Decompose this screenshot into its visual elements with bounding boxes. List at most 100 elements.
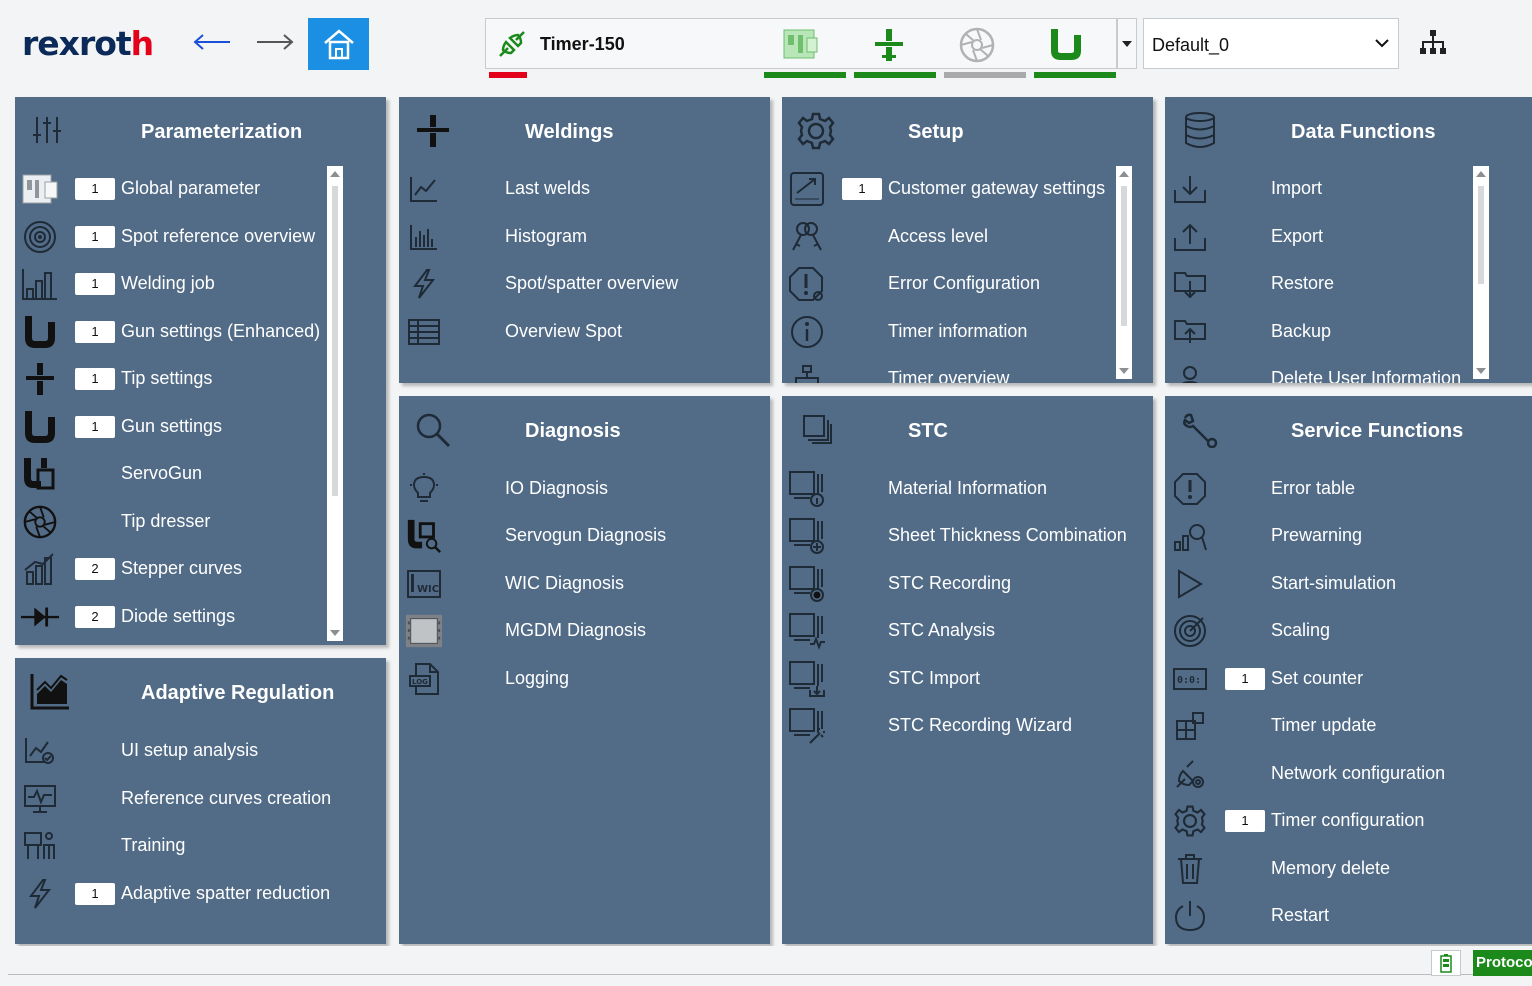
panel-title: STC (908, 420, 948, 442)
menu-item-servogun-diagnosis[interactable]: Servogun Diagnosis (399, 514, 770, 558)
menu-item-timer-information[interactable]: Timer information (782, 310, 1153, 354)
menu-item-spot-spatter-overview[interactable]: Spot/spatter overview (399, 262, 770, 306)
menu-item-restart[interactable]: Restart (1165, 894, 1532, 938)
timer-selector[interactable]: Timer-150 (485, 18, 1117, 69)
menu-item-timer-overview[interactable]: Timer overview (782, 357, 1153, 383)
scaling-icon (1171, 613, 1209, 649)
wic-icon: WIC (405, 566, 443, 602)
menu-item-tip-dresser[interactable]: Tip dresser (15, 500, 386, 544)
menu-item-export[interactable]: Export (1165, 215, 1532, 259)
scrollbar[interactable] (327, 166, 343, 641)
stc-wizard-icon (788, 708, 826, 744)
menu-item-label: Last welds (505, 178, 591, 198)
profile-select[interactable]: Default_0 (1143, 18, 1399, 69)
protocol-button[interactable]: Protocol (1473, 950, 1532, 976)
menu-item-io-diagnosis[interactable]: IO Diagnosis (399, 467, 770, 511)
menu-item-sheet-thickness-combination[interactable]: Sheet Thickness Combination (782, 514, 1153, 558)
menu-item-label: Servogun Diagnosis (505, 525, 667, 545)
menu-item-access-level[interactable]: Access level (782, 215, 1153, 259)
menu-item-error-configuration[interactable]: Error Configuration (782, 262, 1153, 306)
menu-item-stepper-curves[interactable]: 2 Stepper curves (15, 547, 386, 591)
menu-item-label: Restore (1271, 273, 1335, 293)
timer-dropdown-button[interactable] (1117, 18, 1137, 69)
scrollbar[interactable] (1473, 166, 1489, 379)
menu-item-set-counter[interactable]: 0:0: 1 Set counter (1165, 657, 1532, 701)
menu-item-welding-job[interactable]: 1 Welding job (15, 262, 386, 306)
log-icon: LOG (405, 661, 443, 697)
menu-item-servogun[interactable]: ServoGun (15, 452, 386, 496)
menu-item-material-information[interactable]: Material Information (782, 467, 1153, 511)
menu-item-timer-configuration[interactable]: 1 Timer configuration (1165, 799, 1532, 843)
badge: 2 (75, 606, 115, 628)
battery-indicator[interactable] (1431, 950, 1461, 976)
menu-item-tip-settings[interactable]: 1 Tip settings (15, 357, 386, 401)
counter-icon: 0:0: (1171, 661, 1209, 697)
menu-item-mgdm-diagnosis[interactable]: MGDM Diagnosis (399, 609, 770, 653)
menu-item-delete-user-information[interactable]: Delete User Information (1165, 357, 1532, 383)
menu-item-logging[interactable]: LOG Logging (399, 657, 770, 701)
menu-item-histogram[interactable]: Histogram (399, 215, 770, 259)
database-icon (1185, 112, 1215, 148)
network-topology-icon[interactable] (1418, 28, 1448, 58)
menu-item-stc-import[interactable]: STC Import (782, 657, 1153, 701)
menu-item-prewarning[interactable]: Prewarning (1165, 514, 1532, 558)
arrow-left-icon (193, 34, 230, 50)
menu-item-start-simulation[interactable]: Start-simulation (1165, 562, 1532, 606)
stc-analysis-icon (788, 613, 826, 650)
menu-item-overview-spot[interactable]: Overview Spot (399, 310, 770, 354)
menu-item-stc-recording-wizard[interactable]: STC Recording Wizard (782, 704, 1153, 748)
menu-item-stc-recording[interactable]: STC Recording (782, 562, 1153, 606)
menu-item-ui-setup-analysis[interactable]: UI setup analysis (15, 729, 386, 773)
servogun-icon (21, 456, 59, 492)
tip-dresser-status-icon (959, 27, 995, 63)
menu-item-last-welds[interactable]: Last welds (399, 167, 770, 211)
menu-item-label: Timer information (888, 321, 1028, 341)
monitor-curve-icon (21, 781, 59, 817)
panel-service-functions: Service Functions Error table Prewarning… (1165, 396, 1532, 944)
home-button[interactable] (308, 18, 369, 70)
profile-select-value: Default_0 (1152, 35, 1230, 55)
tip-status-icon (875, 29, 903, 61)
menu-item-reference-curves-creation[interactable]: Reference curves creation (15, 777, 386, 821)
menu-item-label: Sheet Thickness Combination (888, 525, 1127, 545)
menu-item-error-table[interactable]: Error table (1165, 467, 1532, 511)
training-icon (21, 828, 59, 864)
menu-item-label: Import (1271, 178, 1323, 198)
status-indicator-controller (764, 72, 846, 78)
panel-title: Setup (908, 121, 964, 143)
menu-item-stc-analysis[interactable]: STC Analysis (782, 609, 1153, 653)
badge: 2 (75, 558, 115, 580)
menu-item-customer-gateway-settings[interactable]: 1 Customer gateway settings (782, 167, 1153, 211)
network-config-icon (1171, 756, 1209, 792)
menu-item-training[interactable]: Training (15, 824, 386, 868)
menu-item-diode-settings[interactable]: 2 Diode settings (15, 595, 386, 639)
menu-item-spot-reference-overview[interactable]: 1 Spot reference overview (15, 215, 386, 259)
menu-item-import[interactable]: Import (1165, 167, 1532, 211)
stepper-icon (21, 551, 59, 587)
search-icon (416, 413, 451, 448)
menu-item-wic-diagnosis[interactable]: WIC WIC Diagnosis (399, 562, 770, 606)
menu-item-label: Tip settings (121, 368, 213, 388)
status-footer (0, 946, 1532, 986)
stc-record-icon (788, 566, 826, 602)
menu-item-label: Spot/spatter overview (505, 273, 679, 293)
menu-item-gun-settings[interactable]: 1 Gun settings (15, 405, 386, 449)
menu-item-label: Reference curves creation (121, 788, 332, 808)
line-chart-icon (405, 171, 443, 207)
menu-item-label: Tip dresser (121, 511, 211, 531)
scrollbar[interactable] (1116, 166, 1132, 379)
menu-item-label: Error Configuration (888, 273, 1041, 293)
menu-item-backup[interactable]: Backup (1165, 310, 1532, 354)
menu-item-adaptive-spatter-reduction[interactable]: 1 Adaptive spatter reduction (15, 872, 386, 916)
menu-item-restore[interactable]: Restore (1165, 262, 1532, 306)
menu-item-global-parameter[interactable]: 1 Global parameter (15, 167, 386, 211)
menu-item-memory-delete[interactable]: Memory delete (1165, 847, 1532, 891)
menu-item-timer-update[interactable]: Timer update (1165, 704, 1532, 748)
table-icon (405, 314, 443, 350)
menu-item-label: STC Recording (888, 573, 1012, 593)
back-button[interactable] (192, 26, 232, 58)
menu-item-scaling[interactable]: Scaling (1165, 609, 1532, 653)
forward-button[interactable] (255, 26, 295, 58)
menu-item-network-configuration[interactable]: Network configuration (1165, 752, 1532, 796)
menu-item-gun-settings-enhanced[interactable]: 1 Gun settings (Enhanced) (15, 310, 386, 354)
